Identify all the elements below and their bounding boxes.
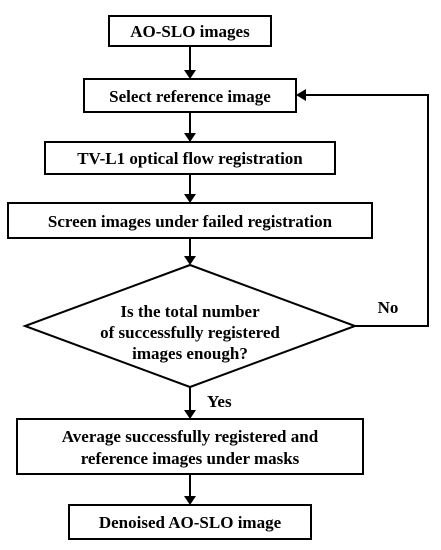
step-label: TV-L1 optical flow registration: [77, 149, 303, 168]
no-label: No: [378, 298, 399, 317]
arrow-step4-to-decision: [184, 238, 196, 265]
step-label: AO-SLO images: [130, 22, 250, 41]
arrow-yes-to-step5: Yes: [184, 387, 232, 419]
arrow-step3-to-step4: [184, 174, 196, 203]
step-label-line-1: Average successfully registered and: [62, 427, 319, 446]
step-average-images: Average successfully registered and refe…: [16, 418, 364, 475]
arrow-no-loop-to-step2: No: [296, 89, 429, 327]
arrow-step5-to-step6: [184, 474, 196, 505]
arrow-step2-to-step3: [184, 112, 196, 142]
step-label: Denoised AO-SLO image: [99, 513, 282, 532]
step-screen-images: Screen images under failed registration: [7, 202, 373, 239]
decision-line-1: Is the total number: [120, 302, 260, 321]
step-label-line-2: reference images under masks: [81, 449, 300, 468]
decision-enough-images: Is the total number of successfully regi…: [22, 263, 358, 389]
step-select-reference-image: Select reference image: [83, 78, 297, 113]
step-label: Screen images under failed registration: [48, 212, 333, 231]
step-denoised-image: Denoised AO-SLO image: [68, 504, 312, 540]
step-label: Select reference image: [109, 87, 271, 106]
arrow-step1-to-step2: [184, 46, 196, 79]
step-ao-slo-images: AO-SLO images: [108, 15, 272, 47]
decision-line-3: images enough?: [132, 344, 248, 363]
decision-line-2: of successfully registered: [100, 323, 280, 342]
yes-label: Yes: [207, 392, 232, 411]
step-tv-l1-registration: TV-L1 optical flow registration: [44, 141, 336, 175]
